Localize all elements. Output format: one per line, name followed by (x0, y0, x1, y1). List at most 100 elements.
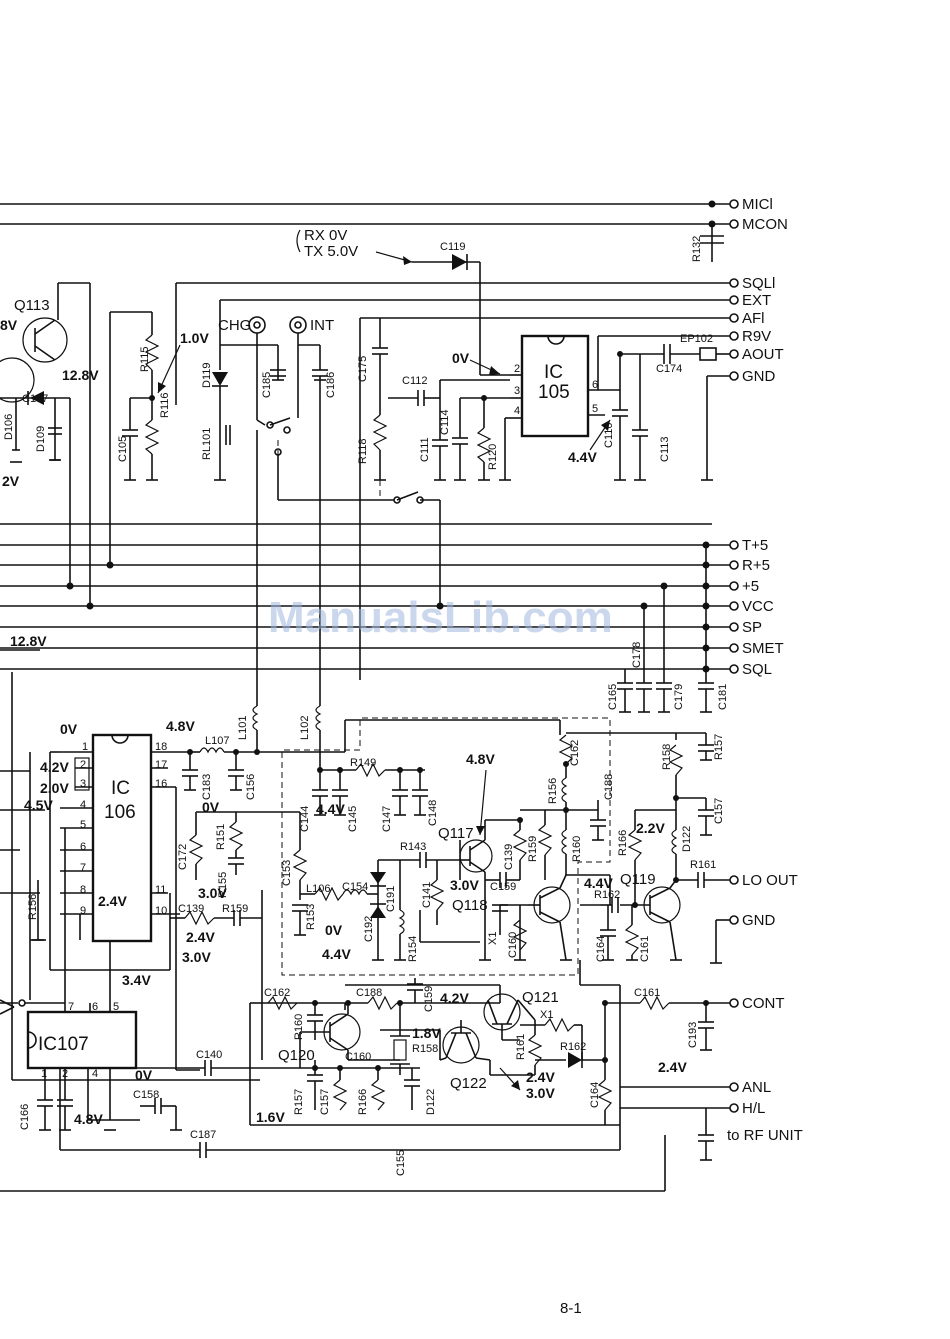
transistor-q113: Q113 (14, 297, 50, 314)
comp-c158: C155 (395, 1150, 407, 1176)
comp-r155: R158 (661, 744, 673, 770)
comp-c162: R160 (293, 1014, 305, 1040)
ic107-pin1: 1 (41, 1068, 47, 1080)
ic105-pin2: 2 (514, 363, 520, 375)
ic106-pin18: 18 (155, 741, 167, 753)
comp-r145: R151 (215, 824, 227, 850)
note-rx: RX 0V (304, 227, 347, 244)
comp-c112: C112 (402, 375, 427, 387)
comp-r168: R159 (527, 836, 539, 862)
comp-r162: C161 (634, 987, 660, 999)
volt-1v0: 1.0V (180, 330, 209, 346)
oscillator-labels: C162 C188 R160 C159 X1 C160 R158 R157 C1… (256, 946, 699, 1176)
comp-c154: R161 (690, 859, 716, 871)
q119-area (566, 732, 730, 961)
volt-12v8-left: 12.8V (10, 633, 47, 649)
comp-r116: R116 (159, 393, 171, 418)
label-p5: +5 (742, 578, 759, 595)
comp-c141: R159 (222, 903, 248, 915)
label-r5: R+5 (742, 557, 770, 574)
volt-ic107-3v4: 3.4V (122, 972, 151, 988)
comp-r159: C162 (264, 987, 290, 999)
comp-r120: R120 (487, 444, 499, 470)
comp-d116: C192 (363, 916, 375, 942)
q113-area (0, 282, 152, 606)
label-hl: H/L (742, 1100, 765, 1117)
watermark: ManualsLib.com (268, 593, 613, 642)
comp-r156: C188 (356, 987, 382, 999)
comp-r153: R166 (617, 830, 629, 856)
label-afl: AFl (742, 310, 765, 327)
comp-c159: C160 (345, 1051, 371, 1063)
label-t5: T+5 (742, 537, 768, 554)
ic106-name-1: IC (111, 778, 130, 799)
comp-c161: C140 (196, 1049, 222, 1061)
q120-q122-area (249, 960, 730, 1161)
transistor-q122: Q122 (450, 1075, 487, 1092)
comp-r166: R161 (515, 1034, 527, 1060)
comp-r167: C162 (569, 740, 581, 766)
bus-bypass-caps (66, 545, 714, 712)
ground-symbols (10, 379, 722, 964)
comp-c111: C111 (419, 437, 431, 462)
comp-r132: D106 (3, 414, 15, 440)
ic106-pin10: 10 (155, 905, 167, 917)
shield-box (281, 717, 611, 976)
ic107-pin7: 7 (68, 1001, 74, 1013)
volt-3v0-r143: 2.4V (186, 929, 215, 945)
label-to-rf-unit: to RF UNIT (727, 1127, 803, 1144)
ic106-pin1: 1 (82, 741, 88, 753)
ic106-pin17: 17 (155, 759, 167, 771)
comp-c193: C158 (133, 1089, 159, 1101)
volt-3v0-r146: 4.4V (316, 801, 345, 817)
comp-c165: C165 (607, 684, 619, 710)
comp-r149: R149 (350, 757, 376, 769)
volt-q120-4v4: 4.4V (322, 946, 351, 962)
comp-c157: D122 (425, 1089, 437, 1115)
volt-3v0-l103: 0V (325, 922, 343, 938)
transistor-q119: Q119 (620, 871, 656, 888)
ic107-pin6: 6 (92, 1001, 98, 1013)
label-lo-out: LO OUT (742, 872, 798, 889)
label-gnd-top: GND (742, 368, 776, 385)
label-aout: AOUT (742, 346, 784, 363)
comp-d109: C167 (22, 393, 48, 405)
bus-lines (0, 203, 730, 1192)
comp-r146: C153 (281, 860, 293, 886)
volt-q121-3v0: 3.0V (526, 1085, 555, 1101)
transistor-q118: Q118 (452, 897, 488, 914)
ic107-pin5: 5 (113, 1001, 119, 1013)
volt-q120-1v6: 1.6V (256, 1109, 285, 1125)
label-cont: CONT (742, 995, 785, 1012)
ic106-labels: IC 106 2.4V 1 2 3 4 5 6 7 8 9 18 17 16 1… (24, 718, 220, 920)
jack-int: INT (310, 317, 334, 334)
ic105-labels: IC 105 2 3 4 6 5 C110 C113 C174 EP102 4.… (440, 236, 713, 465)
ic106-pin3: 3 (80, 778, 86, 790)
ic106-pin6: 6 (80, 841, 86, 853)
volt-2v4-r144: 3.0V (198, 885, 227, 901)
ic106-pin2: 2 (80, 759, 86, 771)
l101-l102: L101 L102 (237, 376, 322, 770)
left-12v8-line: 12.8V (0, 633, 260, 1081)
comp-r147: L106 (306, 883, 330, 895)
ic105-name-2: 105 (538, 382, 570, 403)
transistor-q121: Q121 (522, 989, 559, 1006)
l108-network (512, 720, 676, 961)
connector-terminals (700, 199, 739, 1113)
comp-d117: C191 (385, 886, 397, 912)
comp-r143: C139 (178, 903, 204, 915)
comp-c105: C105 (117, 436, 129, 462)
transistor-q117: Q117 (438, 825, 474, 842)
label-ext: EXT (742, 292, 771, 309)
r145-r144-network: R151 R155 C172 3.0V (177, 811, 301, 901)
comp-r118: R118 (357, 439, 369, 464)
ic106-pin4: 4 (80, 799, 86, 811)
comp-d119: D119 (201, 363, 213, 388)
comp-c179: C179 (673, 684, 685, 710)
ic106-name-2: 106 (104, 802, 136, 823)
comp-c183: C183 (201, 774, 213, 800)
comp-c160: R157 (293, 1089, 305, 1115)
comp-r157: R166 (357, 1089, 369, 1115)
ic106-pin5: 5 (80, 819, 86, 831)
